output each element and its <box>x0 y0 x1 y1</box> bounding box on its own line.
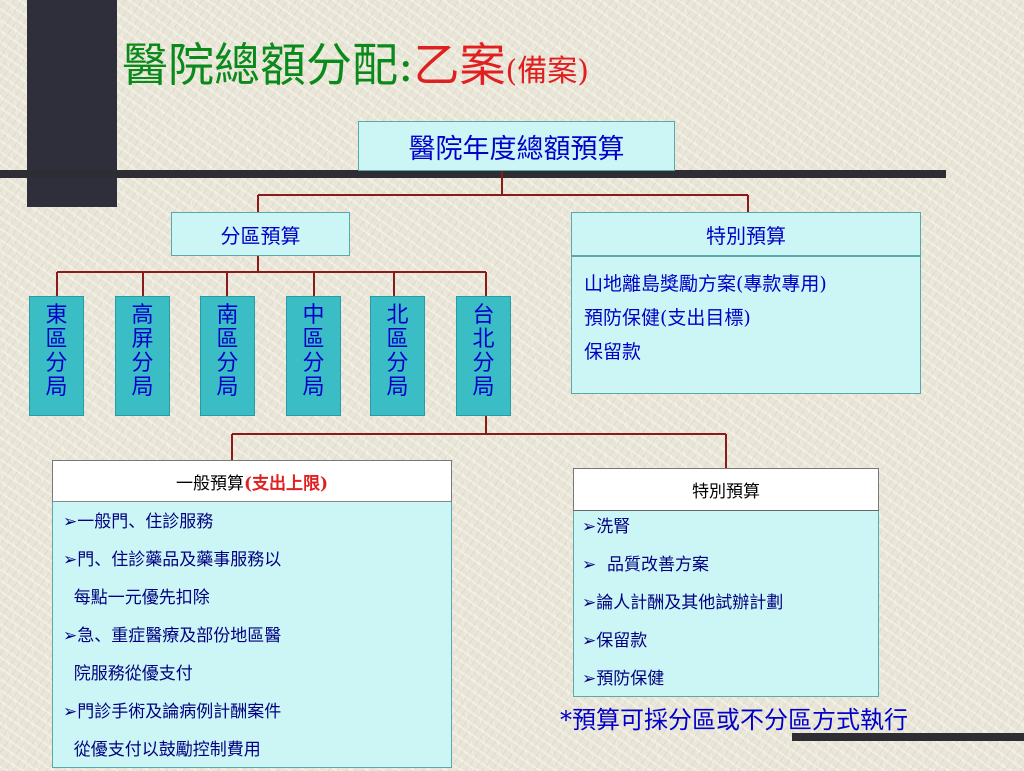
list-item: 從優支付以鼓勵控制費用 <box>63 740 261 760</box>
list-item: ➢急、重症醫療及部份地區醫 <box>63 626 282 646</box>
decor-bar-top <box>0 170 946 178</box>
special-budget-box: 特別預算 <box>571 212 921 256</box>
branch-central: 中區分局 <box>286 296 341 416</box>
branch-kaoping: 高屏分局 <box>115 296 170 416</box>
branch-special-budget-header: 特別預算 <box>573 468 879 511</box>
list-item: 保留款 <box>584 341 642 363</box>
decor-bar-bottom <box>792 733 1024 741</box>
regional-budget-box: 分區預算 <box>171 212 350 256</box>
list-item: 山地離島獎勵方案(專款專用) <box>584 273 827 295</box>
list-item: ➢保留款 <box>582 631 648 651</box>
list-item: ➢論人計酬及其他試辦計劃 <box>582 593 784 613</box>
list-item: ➢一般門、住診服務 <box>63 512 214 532</box>
list-item: 預防保健(支出目標) <box>584 307 751 329</box>
annual-budget-box: 醫院年度總額預算 <box>358 121 675 171</box>
list-item: ➢門、住診藥品及藥事服務以 <box>63 550 282 570</box>
branch-special-budget-list: ➢洗腎 ➢ 品質改善方案 ➢論人計酬及其他試辦計劃 ➢保留款 ➢預防保健 <box>573 511 879 697</box>
list-item: 院服務從優支付 <box>63 664 193 684</box>
list-item: ➢ 品質改善方案 <box>582 555 710 575</box>
list-item: ➢洗腎 <box>582 517 631 537</box>
branch-east: 東區分局 <box>29 296 84 416</box>
general-budget-list: ➢一般門、住診服務 ➢門、住診藥品及藥事服務以 每點一元優先扣除 ➢急、重症醫療… <box>52 502 452 768</box>
branch-north: 北區分局 <box>370 296 425 416</box>
list-item: ➢預防保健 <box>582 669 665 689</box>
page-title: 醫院總額分配:乙案(備案) <box>122 38 589 92</box>
footnote: *預算可採分區或不分區方式執行 <box>560 706 908 734</box>
branch-south: 南區分局 <box>200 296 255 416</box>
special-budget-list: 山地離島獎勵方案(專款專用) 預防保健(支出目標) 保留款 <box>571 256 921 394</box>
branch-taipei: 台北分局 <box>456 296 511 416</box>
list-item: 每點一元優先扣除 <box>63 588 210 608</box>
general-budget-header: 一般預算(支出上限) <box>52 460 452 502</box>
list-item: ➢門診手術及論病例計酬案件 <box>63 702 282 722</box>
